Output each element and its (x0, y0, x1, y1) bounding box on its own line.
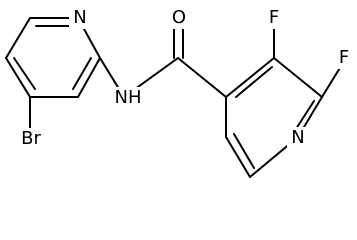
right-pyridine-ring (225, 57, 323, 178)
bond-left-ring-3 (77, 57, 101, 98)
bond-left-ring-inner-3 (13, 57, 36, 90)
atom-label-ring-n-lower: N (291, 127, 304, 148)
atom-label-carbonyl-o: O (172, 7, 186, 28)
bond-right-ring-1 (225, 57, 275, 98)
atom-label-bromine: Br (21, 128, 41, 149)
bond-right-ring-inner-2 (293, 100, 315, 133)
bond-left-ring-inner-2 (72, 57, 92, 90)
chemical-structure: N Br NH O F F N (5, 7, 350, 178)
bond-left-ring-5 (5, 57, 31, 98)
bond-right-ring-inner-1 (235, 66, 273, 98)
atom-label-amide-nh: NH (115, 87, 142, 108)
bond-right-ring-inner-3 (233, 133, 255, 169)
amide-linkage (99, 17, 227, 98)
bond-left-ring-6 (5, 17, 31, 59)
bond-right-ring-2 (273, 57, 323, 98)
atom-label-fluorine-right: F (339, 47, 349, 68)
left-pyridine-ring (5, 17, 101, 98)
atom-label-fluorine-upper: F (269, 7, 279, 28)
bond-right-ring-5 (225, 136, 251, 178)
atom-label-pyridine-n: N (73, 7, 86, 28)
bond-carbonyl-to-ring (177, 57, 227, 98)
